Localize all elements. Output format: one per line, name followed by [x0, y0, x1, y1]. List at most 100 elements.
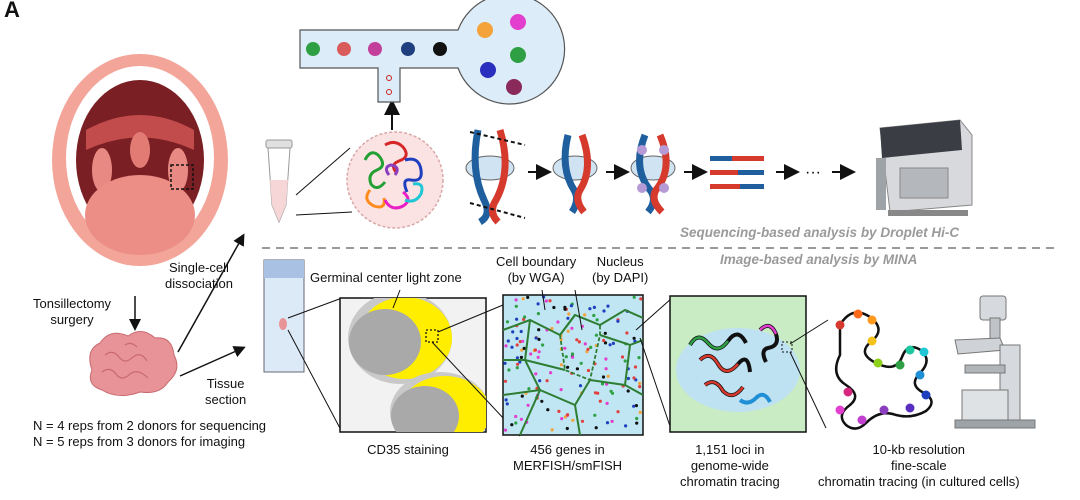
rna-dot [594, 333, 599, 337]
tube-icon [265, 139, 293, 224]
rna-dot [624, 424, 628, 428]
merfish-panel [502, 294, 644, 436]
rna-dot [586, 347, 590, 351]
rna-dot [518, 360, 522, 364]
rna-dot [514, 304, 518, 308]
rna-dot [529, 352, 533, 356]
hic-step-1 [465, 128, 526, 226]
rna-dot [638, 410, 642, 414]
rna-dot [602, 338, 606, 343]
rna-dot [626, 376, 631, 381]
rna-dot [514, 414, 518, 419]
rna-dot [635, 421, 639, 425]
rna-dot [593, 413, 597, 417]
dissociation-label: Single-cell dissociation [165, 260, 233, 291]
rna-dot [549, 371, 553, 375]
rna-dot [521, 297, 525, 301]
rna-dot [601, 375, 606, 379]
rna-dot [504, 344, 508, 348]
rna-dot [639, 297, 643, 301]
chromatin-tracing-panel [669, 295, 807, 433]
rna-dot [632, 404, 636, 408]
rna-dot [605, 421, 610, 425]
rna-dot [566, 329, 570, 333]
germinal-center-label: Germinal center light zone [310, 270, 462, 285]
rna-dot [514, 298, 518, 302]
rna-dot [600, 382, 605, 386]
rna-dot [552, 305, 556, 310]
rna-dot [604, 357, 608, 361]
rna-dot [548, 299, 552, 303]
donors-imaging: N = 5 reps from 3 donors for imaging [33, 434, 246, 449]
rna-dot [537, 328, 541, 332]
rna-dot [577, 340, 582, 344]
rna-dot [637, 356, 641, 360]
rna-dot [533, 348, 538, 352]
rna-dot [635, 416, 639, 421]
rna-dot [537, 350, 541, 354]
nucleus-label: Nucleus (by DAPI) [592, 254, 649, 285]
rna-dot [594, 426, 598, 430]
rna-dot [540, 399, 544, 403]
panel-label: A [4, 0, 20, 22]
rna-dot [515, 356, 520, 360]
rna-dot [565, 426, 569, 431]
rna-dot [522, 317, 526, 321]
rna-dot [638, 385, 642, 389]
surgery-label: Tonsillectomy surgery [33, 296, 112, 327]
rna-dot [569, 304, 574, 308]
rna-dot [520, 348, 524, 352]
rna-dot [564, 355, 568, 359]
microscope-icon [954, 295, 1036, 429]
rna-dot [511, 330, 515, 334]
rna-dot [504, 398, 508, 402]
rna-dot [518, 340, 522, 344]
rna-dot [534, 372, 538, 376]
rna-dot [571, 355, 575, 359]
fine-scale-label: 10-kb resolution fine-scale chromatin tr… [818, 442, 1020, 489]
rna-dot [545, 379, 549, 383]
rna-dot [550, 326, 554, 331]
fine-scale-trace [834, 309, 933, 430]
rna-dot [515, 336, 519, 341]
rna-dot [583, 313, 587, 317]
rna-dot [523, 315, 527, 319]
rna-dot [503, 361, 507, 365]
rna-dot [541, 343, 545, 347]
rna-dot [632, 376, 636, 380]
rna-dot [536, 312, 541, 316]
hic-reads [710, 156, 764, 189]
rna-dot [606, 374, 610, 378]
mouth-icon [52, 54, 228, 266]
rna-dot [586, 368, 591, 373]
hic-step-3 [630, 133, 676, 215]
rna-dot [616, 410, 620, 414]
rna-dot [515, 366, 519, 370]
rna-dot [515, 317, 519, 321]
rna-dot [514, 421, 518, 425]
rna-dot [521, 339, 525, 343]
sequencing-workflow-title: Sequencing-based analysis by Droplet Hi-… [680, 225, 960, 240]
rna-dot [588, 307, 592, 311]
rna-dot [522, 346, 526, 350]
rna-dot [534, 336, 538, 340]
rna-dot [559, 363, 564, 367]
rna-dot [556, 320, 560, 324]
nucleus-icon [346, 131, 444, 229]
rna-dot [503, 379, 508, 383]
rna-dot [620, 355, 625, 359]
rna-dot [563, 346, 567, 350]
rna-dot [515, 343, 519, 347]
rna-dot [575, 338, 579, 342]
slide-icon [263, 259, 305, 373]
rna-dot [544, 299, 548, 303]
rna-dot [578, 384, 583, 388]
rna-dot [505, 320, 510, 324]
cd35-label: CD35 staining [367, 442, 449, 457]
rna-dot [527, 387, 531, 391]
rna-dot [603, 341, 608, 345]
rna-dot [526, 295, 530, 299]
rna-dot [626, 389, 630, 393]
rna-dot [559, 388, 563, 392]
tissue-section-label: Tissue section [205, 376, 247, 407]
